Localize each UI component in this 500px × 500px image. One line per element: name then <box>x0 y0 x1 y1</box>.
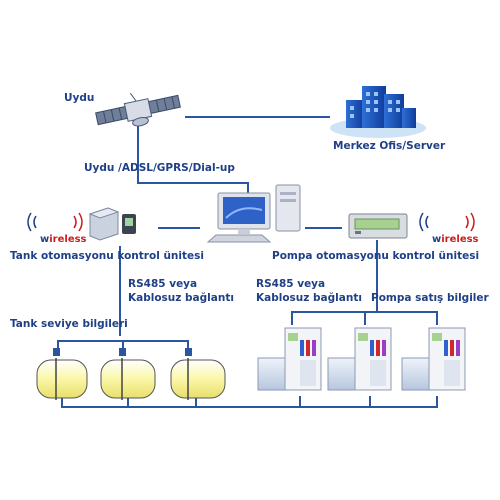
tank-connection-label-2: Kablosuz bağlantı <box>128 292 234 304</box>
fuel-tank-3-icon <box>170 348 226 400</box>
fuel-tank-2-icon <box>100 348 156 400</box>
computer-icon <box>206 184 301 243</box>
pump-connection-label-1: RS485 veya <box>256 278 326 290</box>
fuel-pump-2-icon <box>327 327 392 391</box>
link-satellite-computer <box>137 126 249 198</box>
wireless-right-rest: ireless <box>441 234 479 245</box>
wireless-right-prefix: w <box>432 234 442 245</box>
wireless-right-label: wireless <box>432 234 479 245</box>
tank-unit-label: Tank otomasyonu kontrol ünitesi <box>10 250 204 262</box>
office-label: Merkez Ofis/Server <box>333 140 446 152</box>
tank-level-label: Tank seviye bilgileri <box>10 318 128 330</box>
wireless-left-rest: ireless <box>49 234 87 245</box>
fuel-pump-3-icon <box>401 327 466 391</box>
satellite-link-label: Uydu /ADSL/GPRS/Dial-up <box>84 162 235 174</box>
wireless-left-prefix: w <box>40 234 50 245</box>
fuel-pump-1-icon <box>257 327 322 391</box>
pump-control-unit-icon <box>348 213 408 239</box>
bottom-bus <box>61 396 438 408</box>
pump-connection-label-2: Kablosuz bağlantı <box>256 292 362 304</box>
fuel-tank-1-icon <box>36 348 88 400</box>
wireless-waves-right-icon <box>419 212 475 232</box>
pump-sales-label: Pompa satış bilgiler <box>371 292 489 304</box>
wireless-left-label: wireless <box>40 234 87 245</box>
tank-control-unit-icon <box>88 207 136 241</box>
wireless-waves-left-icon <box>27 212 83 232</box>
satellite-label: Uydu <box>64 92 95 104</box>
satellite-icon <box>95 92 181 127</box>
pump-unit-label: Pompa otomasyonu kontrol ünitesi <box>272 250 480 262</box>
tank-connection-label-1: RS485 veya <box>128 278 198 290</box>
office-building-icon <box>330 86 426 138</box>
